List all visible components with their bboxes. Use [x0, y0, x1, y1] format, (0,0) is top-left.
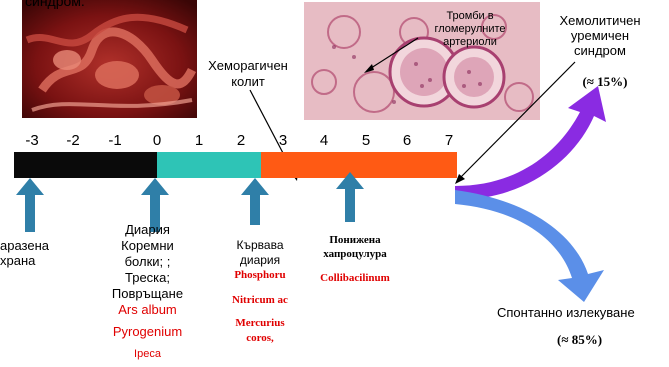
- stage-2-symptoms: Диария Коремни болки; ; Треска; Повръщан…: [100, 222, 195, 362]
- stage-1-text: аразена храна: [0, 238, 60, 268]
- tick-label: 7: [437, 132, 461, 149]
- stage-3-symptoms: Кървава диария Phosphoru Nitricum ac Mer…: [220, 238, 300, 346]
- symptom-line: Кървава: [220, 238, 300, 253]
- symptom-line: Коремни: [100, 238, 195, 254]
- tick-label: 3: [271, 132, 295, 149]
- symptom-line: Понижена: [305, 233, 405, 247]
- segment-incubation: [14, 152, 157, 178]
- symptom-line: диария: [220, 253, 300, 268]
- hus-arrow: [455, 86, 606, 200]
- stage-4-symptoms: Понижена хапроцулура Collibacilinum: [305, 233, 405, 285]
- tick-label: 6: [395, 132, 419, 149]
- stage-arrow-1: [16, 178, 44, 232]
- recovery-arrow: [455, 190, 604, 302]
- tick-label: 0: [145, 132, 169, 149]
- remedy: Mercurius: [220, 316, 300, 331]
- remedy: Pyrogenium: [100, 324, 195, 340]
- stage-arrow-3: [241, 178, 269, 225]
- tick-label: 4: [312, 132, 336, 149]
- tick-label: -1: [103, 132, 127, 149]
- thrombi-pointer-head: [364, 64, 374, 73]
- tick-label: 1: [187, 132, 211, 149]
- segment-diarrhea: [157, 152, 261, 178]
- tick-label: -2: [61, 132, 85, 149]
- remedy: Phosphoru: [220, 268, 300, 283]
- thrombi-pointer: [368, 38, 418, 70]
- remedy: Ars album: [100, 302, 195, 318]
- remedy: Nitricum ac: [220, 293, 300, 308]
- tick-label: 2: [229, 132, 253, 149]
- symptom-line: Повръщане: [100, 286, 195, 302]
- symptom-line: Диария: [100, 222, 195, 238]
- symptom-line: Треска;: [100, 270, 195, 286]
- symptom-line: болки; ;: [100, 254, 195, 270]
- symptom-line: хапроцулура: [305, 247, 405, 261]
- remedy: Ipeca: [100, 346, 195, 362]
- tick-label: 5: [354, 132, 378, 149]
- remedy: coros,: [220, 331, 300, 346]
- remedy: Collibacilinum: [305, 271, 405, 285]
- stage-arrow-4: [336, 172, 364, 222]
- tick-label: -3: [20, 132, 44, 149]
- segment-bloody-colitis: [261, 152, 457, 178]
